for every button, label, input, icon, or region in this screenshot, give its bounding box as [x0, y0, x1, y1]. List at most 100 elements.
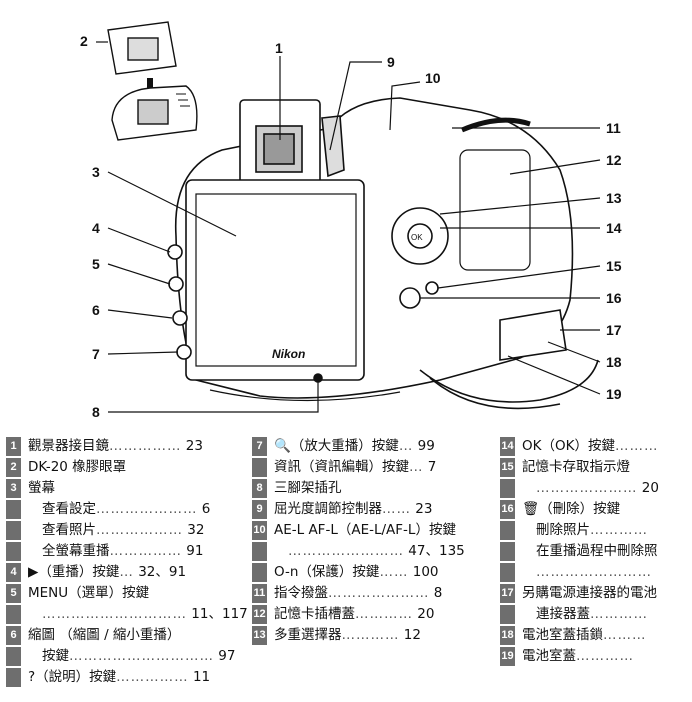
legend-row: 刪除照片…………	[500, 520, 692, 541]
legend-row: 按鍵………………………… 97	[6, 646, 238, 667]
callout-3: 3	[92, 164, 100, 180]
legend-number: 15	[500, 458, 515, 477]
callout-8: 8	[92, 404, 100, 420]
legend-number: 12	[252, 605, 267, 624]
legend-row: 13 多重選擇器………… 12	[252, 625, 490, 646]
page-ref: 11	[192, 669, 211, 685]
callout-12: 12	[606, 152, 622, 168]
legend-text: 縮圖 （縮圖 / 縮小重播）	[28, 627, 181, 643]
legend-number: 19	[500, 647, 515, 666]
legend-row: ………………………… 11、117	[6, 604, 248, 625]
legend-number: 3	[6, 479, 21, 498]
legend-text: O-n（保護）按鍵…… 100	[274, 564, 439, 580]
callout-19: 19	[606, 386, 622, 402]
legend-row: 連接器蓋…………	[500, 604, 692, 625]
legend-text: 在重播過程中刪除照	[536, 543, 658, 559]
page-ref: 47、135	[408, 543, 465, 559]
legend-number: 9	[252, 500, 267, 519]
legend-number: 5	[6, 584, 21, 603]
legend-row: 12 記憶卡插槽蓋………… 20	[252, 604, 490, 625]
camera-body: Nikon OK	[167, 97, 599, 410]
legend-row: …………………… 47、135	[252, 541, 490, 562]
legend-text: 三腳架插孔	[274, 480, 342, 496]
legend-row: 查看設定………………… 6	[6, 499, 238, 520]
legend-number: 6	[6, 626, 21, 645]
legend-number: 13	[252, 626, 267, 645]
legend-number: 1	[6, 437, 21, 456]
legend-row: 3 螢幕	[6, 478, 238, 499]
brand-logo: Nikon	[272, 347, 305, 361]
page-ref: 32、91	[138, 564, 187, 580]
callout-13: 13	[606, 190, 622, 206]
legend-text: DK-20 橡膠眼罩	[28, 459, 127, 475]
legend-text: OK（OK）按鍵………	[522, 438, 659, 454]
callout-15: 15	[606, 258, 622, 274]
legend-text: ………………… 20	[536, 480, 659, 496]
legend-text: 刪除照片…………	[536, 522, 648, 538]
legend-row: 9 屈光度調節控制器…… 23	[252, 499, 490, 520]
legend-text: 🔍（放大重播）按鍵… 99	[274, 438, 435, 454]
legend-text: 記憶卡插槽蓋………… 20	[274, 606, 435, 622]
legend-text: 查看設定………………… 6	[42, 501, 211, 517]
page-ref: 97	[218, 648, 236, 664]
page-ref: 91	[186, 543, 204, 559]
legend-text: 屈光度調節控制器…… 23	[274, 501, 433, 517]
legend-number: 8	[252, 479, 267, 498]
legend-row: 4 ▶（重播）按鍵… 32、91	[6, 562, 238, 583]
legend-number: 16	[500, 500, 515, 519]
legend-number: 11	[252, 584, 267, 603]
callout-1: 1	[275, 40, 283, 56]
legend-text: 連接器蓋…………	[536, 606, 648, 622]
legend-text: 查看照片……………… 32	[42, 522, 205, 538]
legend-text: 記憶卡存取指示燈	[522, 459, 630, 475]
legend-text: ……………………	[536, 564, 652, 580]
legend-text: ………………………… 11、117	[42, 606, 248, 622]
legend-text: 多重選擇器………… 12	[274, 627, 421, 643]
legend-row: 16 🗑（刪除）按鍵	[500, 499, 692, 520]
page-ref: 7	[427, 459, 437, 475]
legend-text: 螢幕	[28, 480, 55, 496]
legend-text: 全螢幕重播…………… 91	[42, 543, 204, 559]
callout-4: 4	[92, 220, 100, 236]
callout-10: 10	[425, 70, 441, 86]
legend-text: 電池室蓋插鎖………	[522, 627, 647, 643]
callout-14: 14	[606, 220, 622, 236]
callout-9: 9	[387, 54, 395, 70]
page-ref: 11、117	[191, 606, 248, 622]
legend-row: 在重播過程中刪除照	[500, 541, 692, 562]
legend-number: 4	[6, 563, 21, 582]
callout-18: 18	[606, 354, 622, 370]
legend-number: 7	[252, 437, 267, 456]
page-ref: 20	[641, 480, 659, 496]
callout-16: 16	[606, 290, 622, 306]
legend-text: MENU（選單）按鍵	[28, 585, 150, 601]
page-ref: 32	[187, 522, 205, 538]
legend-text: 🗑（刪除）按鍵	[522, 501, 621, 517]
page-ref: 12	[403, 627, 421, 643]
callout-7: 7	[92, 346, 100, 362]
legend-text: 觀景器接目鏡…………… 23	[28, 438, 203, 454]
legend-text: 另購電源連接器的電池	[522, 585, 657, 601]
legend-text: ▶（重播）按鍵… 32、91	[28, 564, 187, 580]
legend-row: ?（說明）按鍵…………… 11	[6, 667, 238, 688]
page-ref: 6	[201, 501, 211, 517]
callout-2: 2	[80, 33, 88, 49]
page-ref: 99	[417, 438, 435, 454]
eyecup-inset	[107, 21, 198, 141]
callout-5: 5	[92, 256, 100, 272]
legend-text: 按鍵………………………… 97	[42, 648, 236, 664]
page-ref: 20	[417, 606, 435, 622]
page-ref: 23	[415, 501, 433, 517]
legend-row: ………………… 20	[500, 478, 692, 499]
legend-row: 1 觀景器接目鏡…………… 23	[6, 436, 238, 457]
legend-text: AE-L AF-L（AE-L/AF-L）按鍵	[274, 522, 456, 538]
legend-text: ?（說明）按鍵…………… 11	[28, 669, 211, 685]
legend-text: 電池室蓋…………	[522, 648, 634, 664]
